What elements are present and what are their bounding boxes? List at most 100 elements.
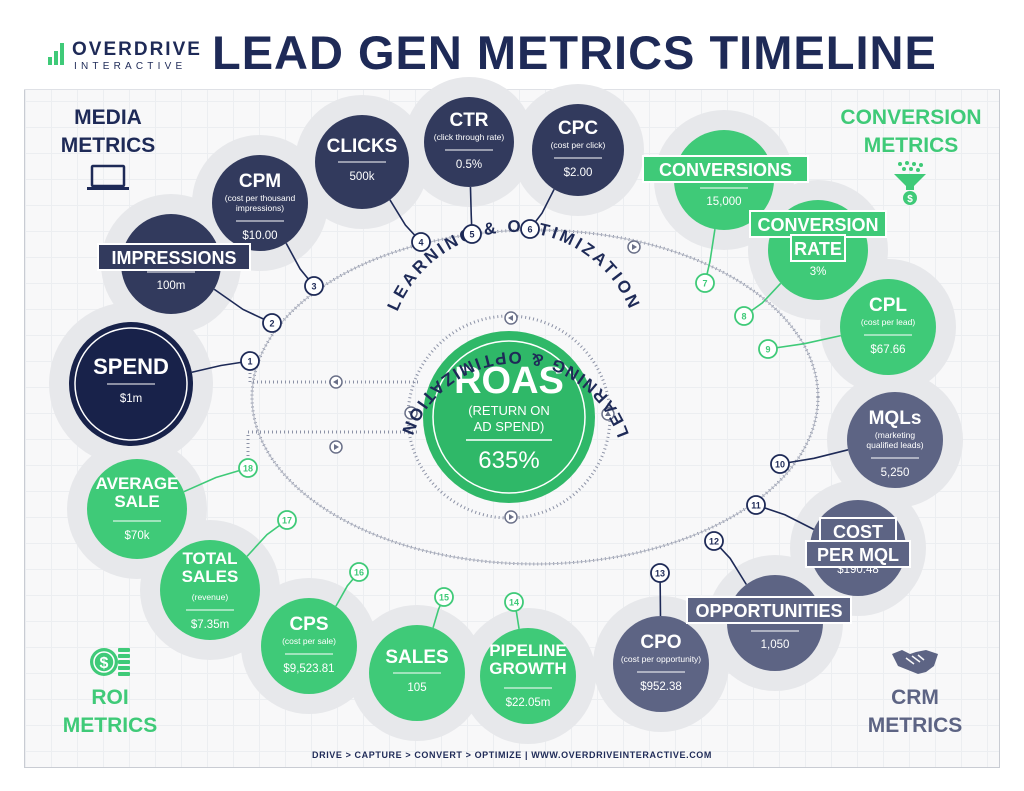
flow-arrow-icon xyxy=(329,375,343,389)
roas-subtitle-line1: (RETURN ON xyxy=(468,403,550,418)
flow-arrow-icon xyxy=(504,510,518,524)
flow-arrow-icon xyxy=(601,407,615,421)
metric-value: $70k xyxy=(125,530,150,542)
metric-circle xyxy=(532,104,624,196)
metric-name: CPL xyxy=(869,295,907,316)
metric-circle xyxy=(160,540,260,640)
step-number: 8 xyxy=(741,312,746,322)
roas-ring xyxy=(432,340,586,494)
metric-name: CPC xyxy=(558,118,598,139)
step-number: 9 xyxy=(765,345,770,355)
metric-circle xyxy=(613,616,709,712)
metric-name: GROWTH xyxy=(489,659,566,678)
ribbon-text: COST xyxy=(833,522,883,542)
step-badge-5: 5 xyxy=(462,224,482,244)
metric-value: $2.00 xyxy=(564,167,593,179)
ribbon-text: RATE xyxy=(794,239,842,259)
ribbon-text: IMPRESSIONS xyxy=(111,248,236,268)
spend-ring xyxy=(74,327,188,441)
metric-name: CPO xyxy=(640,632,681,653)
step-badge-13: 13 xyxy=(650,563,670,583)
step-badge-18: 18 xyxy=(238,458,258,478)
metric-16: CPS(cost per sale)$9,523.81 xyxy=(261,598,357,694)
conversion-label-line2: METRICS xyxy=(863,134,959,157)
metric-value: 5,250 xyxy=(881,467,910,479)
roi-label-line1: ROI xyxy=(91,686,129,709)
ribbon-label: IMPRESSIONS xyxy=(97,243,251,271)
metric-note: (cost per lead) xyxy=(861,317,915,327)
handshake-icon xyxy=(892,650,938,674)
step-badge-14: 14 xyxy=(504,592,524,612)
step-badge-17: 17 xyxy=(277,510,297,530)
step-number: 7 xyxy=(702,279,707,289)
money-coins-icon: $ xyxy=(90,648,130,676)
media-metrics-label: MEDIA METRICS xyxy=(44,104,172,160)
logo-bars-icon xyxy=(48,43,66,65)
metric-name: CPS xyxy=(289,614,328,635)
metric-name: CTR xyxy=(449,110,488,131)
metric-name: SALES xyxy=(385,647,448,668)
step-number: 4 xyxy=(418,238,423,248)
ribbon-label: CONVERSIONS xyxy=(642,155,809,183)
step-badge-9: 9 xyxy=(758,339,778,359)
step-number: 3 xyxy=(311,282,316,292)
metric-5: CTR(click through rate) 0.5% xyxy=(424,97,514,187)
ribbon-text: CONVERSION xyxy=(757,215,878,235)
ribbon-text: PER MQL xyxy=(817,545,899,565)
roas-title: ROAS xyxy=(454,360,564,402)
metric-value: 15,000 xyxy=(706,196,741,208)
metric-name: AVERAGE xyxy=(96,474,179,493)
svg-text:$: $ xyxy=(100,655,109,672)
roi-label-line2: METRICS xyxy=(62,714,158,737)
metric-value: 0.5% xyxy=(456,159,482,171)
metric-note: (cost per opportunity) xyxy=(621,654,701,664)
flow-arrow-icon xyxy=(329,440,343,454)
step-number: 1 xyxy=(247,357,252,367)
step-number: 17 xyxy=(282,516,292,526)
metric-value: $22.05m xyxy=(506,697,551,709)
connector-step-11 xyxy=(755,504,815,531)
roas-circle-outer xyxy=(423,331,595,503)
step-badge-15: 15 xyxy=(434,587,454,607)
metric-6: CPC(cost per click)$2.00 xyxy=(532,104,624,196)
metric-note: (marketing xyxy=(875,430,915,440)
metric-value: $1m xyxy=(120,393,142,405)
metric-name: SPEND xyxy=(93,354,169,379)
ribbon-label: OPPORTUNITIES xyxy=(686,596,852,624)
metric-name: SALE xyxy=(114,492,159,511)
step-badge-7: 7 xyxy=(695,273,715,293)
metric-value: $10.00 xyxy=(242,230,277,242)
step-number: 11 xyxy=(751,501,761,511)
metric-circle xyxy=(847,392,943,488)
step-number: 13 xyxy=(655,569,665,579)
flow-arrow-icon xyxy=(627,240,641,254)
brand-subtitle: INTERACTIVE xyxy=(74,61,187,72)
metric-name: CPM xyxy=(239,171,281,192)
metric-note: (click through rate) xyxy=(434,132,505,142)
metric-circle xyxy=(480,628,576,724)
step-number: 18 xyxy=(243,464,253,474)
step-number: 16 xyxy=(354,568,364,578)
ribbon-label: RATE xyxy=(790,234,846,262)
arc-text-top: LEARNING & OPTIMIZATION xyxy=(384,217,645,314)
metric-name: TOTAL xyxy=(182,549,237,568)
metric-value: $67.66 xyxy=(870,344,905,356)
step-number: 2 xyxy=(269,319,274,329)
conversion-label-line1: CONVERSION xyxy=(840,106,982,129)
flow-arrow-icon xyxy=(504,311,518,325)
step-badge-10: 10 xyxy=(770,454,790,474)
step-number: 14 xyxy=(509,598,519,608)
metric-circle xyxy=(424,97,514,187)
step-number: 6 xyxy=(527,225,532,235)
step-number: 12 xyxy=(709,537,719,547)
funnel-icon: $ xyxy=(894,161,926,205)
roas-value: 635% xyxy=(478,447,539,474)
roi-metrics-label: ROI METRICS xyxy=(44,684,176,740)
metric-note: (cost per thousand xyxy=(225,193,296,203)
